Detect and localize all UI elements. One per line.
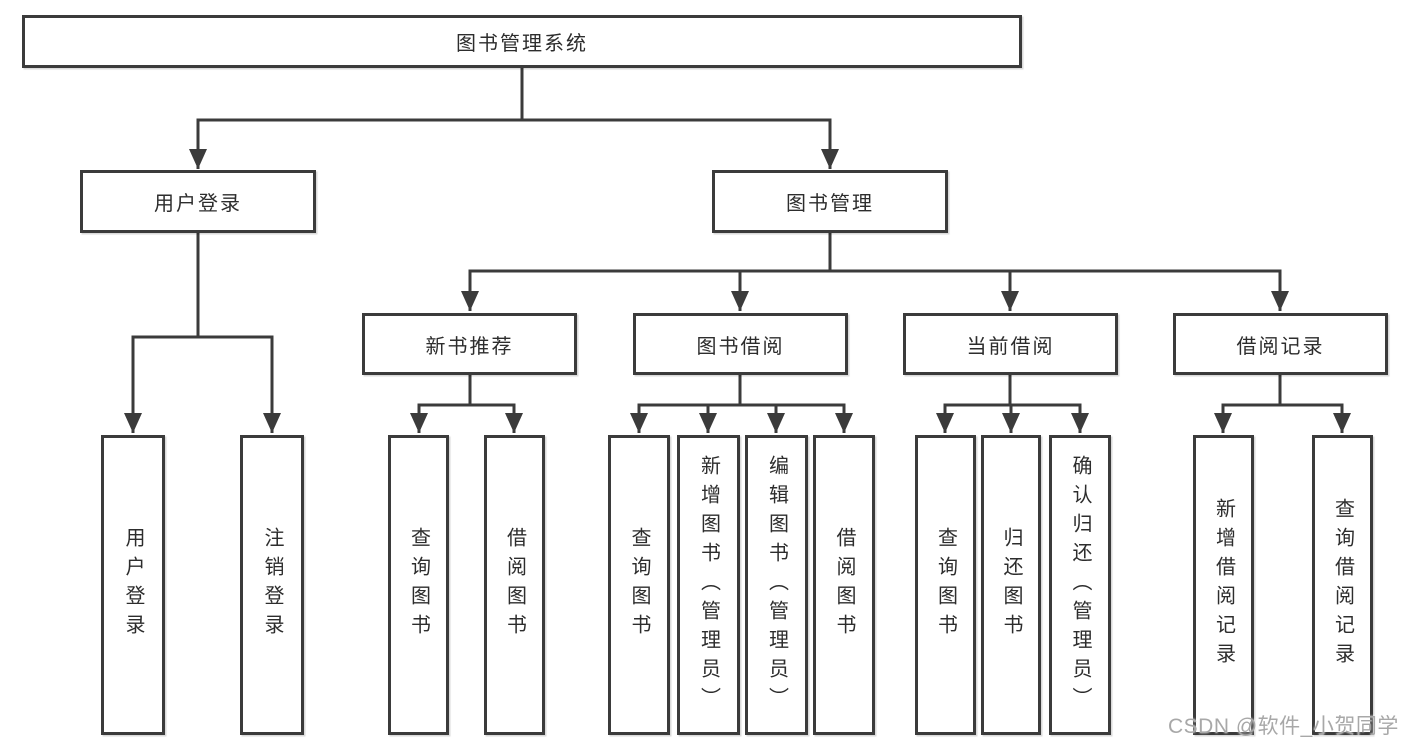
- node-book-management-label: 图书管理: [786, 193, 874, 215]
- node-logout-label: 注销登录: [261, 527, 283, 643]
- node-user-login-group: 用户登录: [80, 170, 316, 233]
- node-book-borrow: 图书借阅: [633, 313, 848, 375]
- node-bb-query-books-label: 查询图书: [628, 527, 650, 643]
- node-rec-borrow-books-label: 借阅图书: [503, 527, 526, 643]
- node-root-label: 图书管理系统: [456, 33, 588, 55]
- node-bb-edit-books: 编辑图书（管理员）: [745, 435, 808, 735]
- node-cb-confirm-return-label: 确认归还（管理员）: [1069, 454, 1091, 716]
- node-user-login-group-label: 用户登录: [154, 193, 242, 215]
- node-rec-query-books: 查询图书: [388, 435, 449, 735]
- node-new-book-recommend: 新书推荐: [362, 313, 577, 375]
- node-cb-return-books: 归还图书: [981, 435, 1041, 735]
- node-logout: 注销登录: [240, 435, 304, 735]
- node-user-login: 用户登录: [101, 435, 165, 735]
- node-user-login-label: 用户登录: [122, 527, 144, 643]
- node-book-borrow-label: 图书借阅: [696, 335, 785, 358]
- node-current-borrow-label: 当前借阅: [966, 335, 1055, 358]
- node-borrow-records-label: 借阅记录: [1236, 335, 1325, 358]
- node-br-add-record-label: 新增借阅记录: [1212, 498, 1235, 672]
- node-bb-add-books-label: 新增图书（管理员）: [697, 454, 720, 716]
- node-root: 图书管理系统: [22, 15, 1022, 68]
- node-current-borrow: 当前借阅: [903, 313, 1118, 375]
- node-bb-borrow-books: 借阅图书: [813, 435, 875, 735]
- node-br-query-record-label: 查询借阅记录: [1331, 498, 1354, 672]
- node-br-query-record: 查询借阅记录: [1312, 435, 1373, 735]
- node-cb-confirm-return: 确认归还（管理员）: [1049, 435, 1111, 735]
- node-rec-borrow-books: 借阅图书: [484, 435, 545, 735]
- node-cb-query-books-label: 查询图书: [934, 527, 957, 643]
- node-bb-edit-books-label: 编辑图书（管理员）: [765, 454, 788, 716]
- node-br-add-record: 新增借阅记录: [1193, 435, 1254, 735]
- watermark: CSDN @软件_小贺同学: [1168, 715, 1399, 738]
- node-bb-borrow-books-label: 借阅图书: [833, 527, 855, 643]
- node-bb-add-books: 新增图书（管理员）: [677, 435, 740, 735]
- node-book-management: 图书管理: [712, 170, 948, 233]
- node-cb-return-books-label: 归还图书: [1000, 527, 1022, 643]
- node-new-book-recommend-label: 新书推荐: [425, 335, 514, 358]
- node-borrow-records: 借阅记录: [1173, 313, 1388, 375]
- node-cb-query-books: 查询图书: [915, 435, 976, 735]
- node-bb-query-books: 查询图书: [608, 435, 670, 735]
- node-rec-query-books-label: 查询图书: [407, 527, 430, 643]
